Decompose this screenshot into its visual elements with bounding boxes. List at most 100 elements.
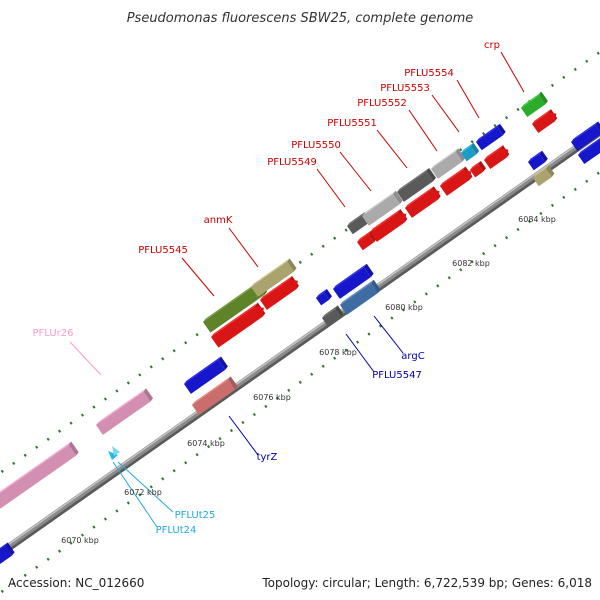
- feature-red-2-face: [260, 279, 298, 310]
- feature-blue-edge-1: [571, 121, 600, 152]
- feature-blue-right-face: [528, 153, 546, 171]
- feature-anmk-face: [251, 261, 294, 297]
- feature-pflu5550: [362, 190, 403, 226]
- tick-6084-kbp: 6084 kbp: [518, 215, 556, 224]
- leader-pflu5550: [339, 151, 372, 192]
- label-pflu5552: PFLU5552: [357, 98, 407, 109]
- leader-pflur26: [69, 341, 102, 376]
- feature-pflut25-glyph: [108, 451, 118, 460]
- gene-features: [0, 91, 600, 565]
- feature-blue-small-face: [316, 292, 330, 306]
- label-crp: crp: [484, 40, 500, 51]
- feature-pflu5547-top: [322, 305, 338, 318]
- feature-red-5-face: [405, 189, 440, 218]
- label-pflu5551: PFLU5551: [327, 118, 377, 129]
- feature-red-9: [532, 109, 558, 134]
- label-pflu5553: PFLU5553: [380, 83, 430, 94]
- feature-anmk-top: [251, 258, 290, 287]
- feature-red-4-top: [370, 209, 401, 232]
- feature-blue-right: [528, 150, 548, 171]
- label-pflut24: PFLUt24: [156, 525, 197, 536]
- feature-red-6: [440, 166, 473, 196]
- feature-pflu5551-top: [397, 167, 430, 192]
- feature-crp: [521, 91, 548, 118]
- feature-tyrz-face: [192, 379, 235, 415]
- label-argc: argC: [401, 351, 424, 362]
- feature-red-7: [470, 160, 486, 178]
- dotted-scale-tracks: [0, 50, 600, 595]
- leader-pflu5552: [408, 109, 438, 152]
- leader-pflu5549: [316, 168, 346, 208]
- feature-pflur26-extension-top: [0, 441, 72, 493]
- feature-argc-upper: [333, 263, 374, 299]
- leader-pflu5551: [376, 129, 408, 169]
- feature-blue-small-side: [324, 288, 332, 300]
- feature-red-6-face: [440, 169, 472, 196]
- feature-khaki-right: [533, 165, 555, 187]
- feature-pflut24-glyph: [112, 446, 120, 456]
- feature-tyrz-upper: [184, 356, 228, 394]
- feature-red-1: [211, 302, 266, 348]
- feature-tyrz-upper-face: [184, 359, 226, 394]
- feature-red-7-side: [478, 160, 486, 172]
- label-pflu5550: PFLU5550: [291, 140, 341, 151]
- feature-pflu5545-face: [203, 284, 265, 333]
- feature-pflu5552-face: [431, 151, 463, 179]
- backbone-highlight: [0, 127, 600, 552]
- feature-red-3: [357, 230, 377, 251]
- feature-red-8-top: [484, 145, 503, 160]
- feature-red-1-face: [211, 306, 264, 348]
- leader-pflut25: [117, 461, 174, 513]
- feature-khaki-right-face: [533, 168, 552, 187]
- feature-pflu5550-face: [362, 194, 401, 226]
- feature-red-8: [484, 145, 510, 170]
- feature-argc-side: [371, 279, 381, 294]
- feature-crp-side: [539, 91, 548, 105]
- label-pflu5549: PFLU5549: [267, 157, 317, 168]
- feature-red-4-face: [370, 212, 407, 242]
- dot-track-upper: [0, 50, 600, 475]
- feature-pflur26: [96, 388, 153, 435]
- genome-backbone: [0, 127, 600, 559]
- leader-anmk: [228, 227, 259, 268]
- label-pflur26: PFLUr26: [32, 328, 73, 339]
- map-title: Pseudomonas fluorescens SBW25, complete …: [127, 11, 474, 26]
- feature-tyrz-upper-top: [184, 356, 222, 384]
- feature-pflu5550-side: [393, 190, 403, 205]
- feature-pflu5547-face: [322, 308, 341, 327]
- feature-pflu5552: [431, 148, 466, 179]
- feature-pflu5552-top: [431, 148, 459, 169]
- label-leader-lines: [69, 51, 525, 528]
- feature-pflur26-extension-side: [68, 441, 79, 456]
- leader-pflu5553: [431, 94, 460, 133]
- feature-tyrz-side: [228, 376, 238, 390]
- feature-pflu5554: [476, 123, 506, 151]
- tick-6070-kbp: 6070 kbp: [61, 536, 99, 545]
- feature-khaki-right-side: [546, 165, 555, 178]
- feature-blue-edge-2: [578, 138, 600, 165]
- feature-pflu5545-top: [203, 280, 260, 322]
- label-tyrz: tyrZ: [257, 452, 278, 463]
- label-pflu5547: PFLU5547: [372, 370, 422, 381]
- feature-pflu5547-side: [335, 305, 344, 318]
- tick-6076-kbp: 6076 kbp: [253, 393, 291, 402]
- feature-red-1-top: [211, 302, 258, 337]
- feature-pflur26-side: [143, 388, 153, 402]
- label-pflu5545: PFLU5545: [138, 245, 188, 256]
- feature-blue-left-edge-face: [0, 545, 12, 565]
- feature-pflu5551-face: [397, 171, 434, 202]
- feature-red-2-top: [260, 275, 293, 300]
- feature-blue-small: [316, 288, 332, 306]
- feature-red-8-face: [484, 148, 509, 170]
- feature-tyrz: [192, 376, 238, 415]
- leader-pflut24: [112, 461, 158, 528]
- leader-argc: [373, 315, 404, 354]
- feature-red-4: [370, 209, 408, 242]
- feature-red-3-side: [368, 230, 377, 243]
- feature-blue-small-top: [316, 288, 327, 298]
- feature-pflu5549-gray-top: [347, 212, 365, 226]
- feature-pflur26-face: [96, 391, 151, 435]
- feature-argc-upper-top: [333, 263, 367, 289]
- feature-red-3-face: [357, 233, 375, 251]
